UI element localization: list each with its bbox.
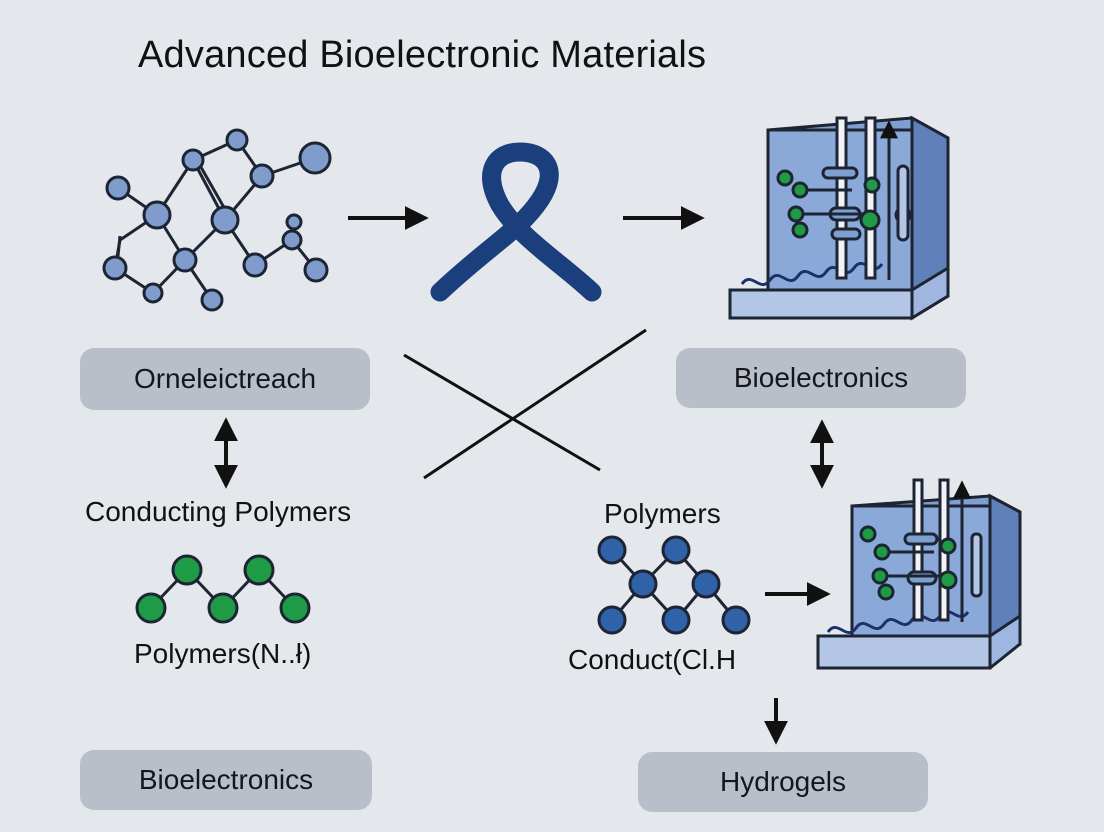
pill-top-left: Orneleictreach [80, 348, 370, 410]
molecule-network-icon [102, 128, 332, 312]
bioelectronic-device-icon-top [728, 115, 950, 321]
label-conducting-polymers: Conducting Polymers [85, 496, 352, 527]
pill-bottom-left: Bioelectronics [80, 750, 372, 810]
bioelectronic-device-icon-bottom [816, 478, 1022, 670]
pill-top-right: Bioelectronics [676, 348, 966, 408]
label-polymers: Polymers [604, 498, 721, 529]
blue-polymer-lattice-icon [597, 535, 751, 635]
pill-bottom-right: Hydrogels [638, 752, 928, 812]
cross-line-2 [423, 328, 647, 480]
diagram-title: Advanced Bioelectronic Materials [138, 34, 707, 76]
ribbon-icon [430, 142, 602, 302]
green-polymer-chain-icon [135, 554, 311, 624]
cross-line-1 [403, 353, 601, 472]
label-conduct-clh: Conduct(Cl.H [568, 644, 737, 675]
label-polymers-nh: Polymers(N..ł) [134, 638, 312, 669]
